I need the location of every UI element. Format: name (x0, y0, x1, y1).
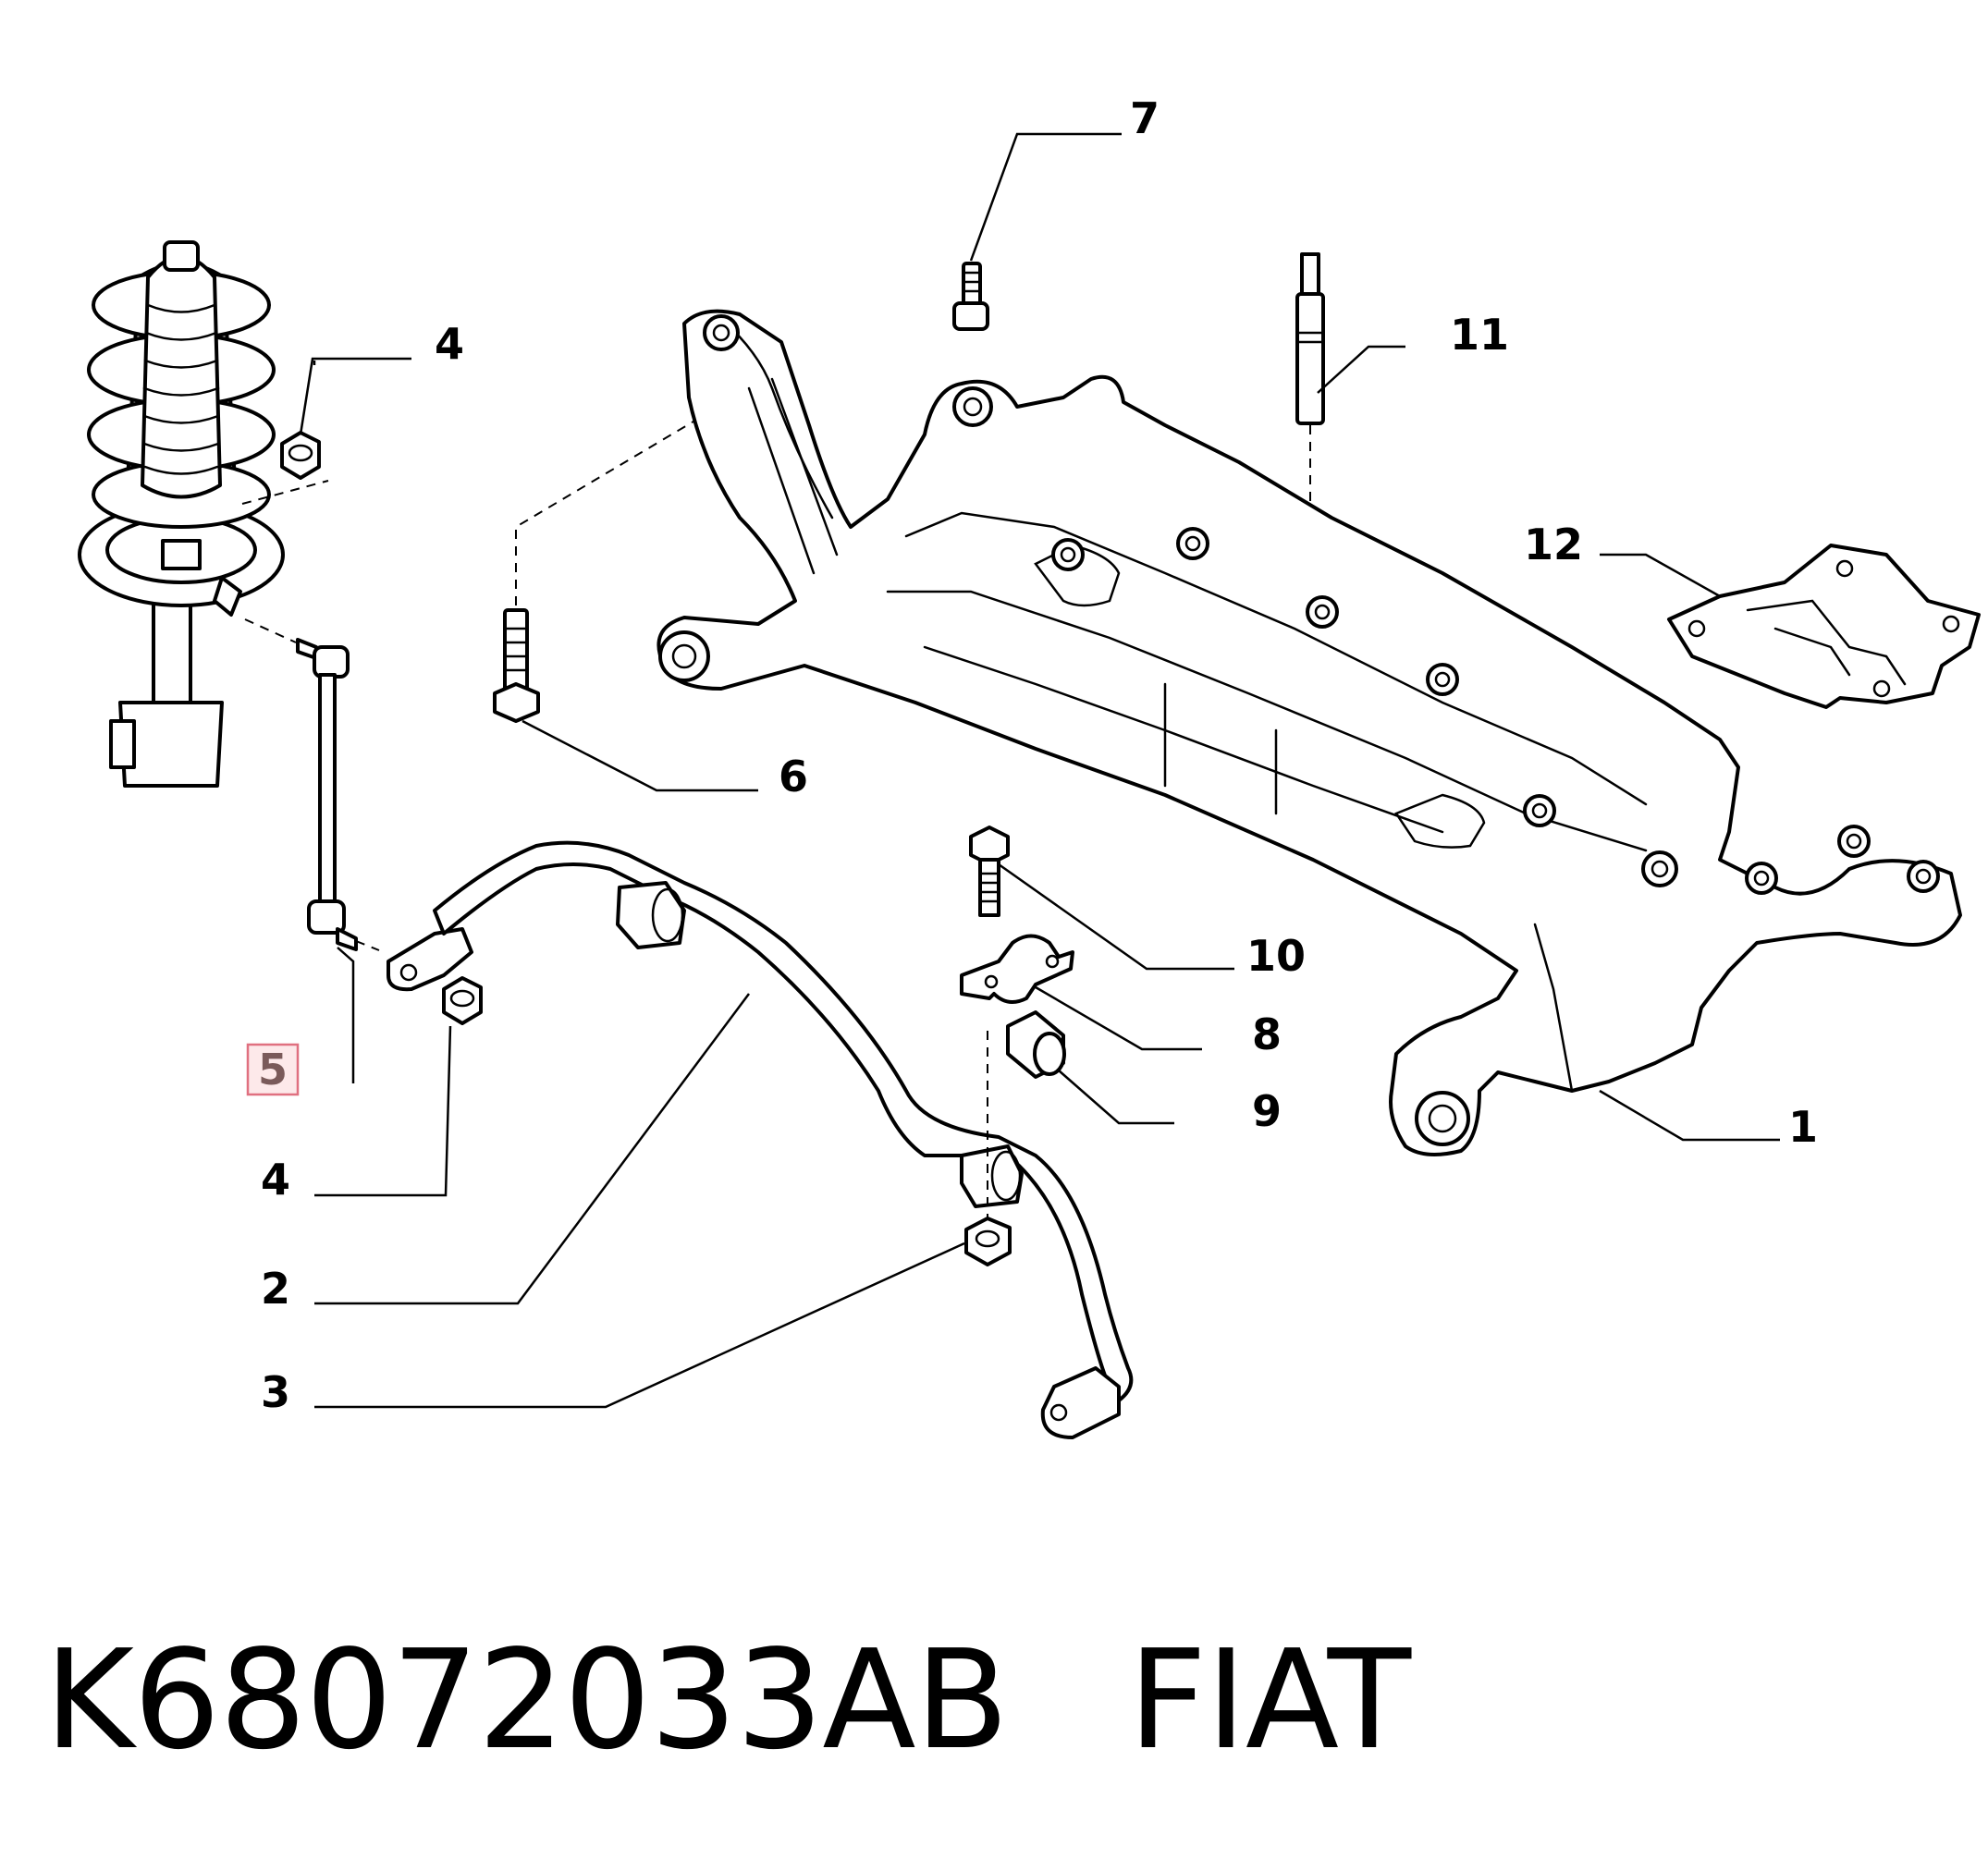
nut-3 (964, 1217, 1012, 1266)
bolt-10 (969, 826, 1010, 917)
bushing-9 (1006, 1010, 1066, 1079)
callout-1: 1 (1788, 1102, 1818, 1152)
callout-9: 9 (1252, 1086, 1282, 1136)
callout-5: 5 (258, 1045, 288, 1095)
subframe-1 (657, 309, 1962, 1156)
callout-10: 10 (1246, 931, 1306, 981)
part-number: K68072033AB (44, 1621, 1009, 1780)
callout-5-highlight (246, 1043, 300, 1096)
stabilizer-link-5 (296, 638, 358, 951)
callout-labels: 7 4 11 12 6 10 8 9 1 5 4 2 3 (258, 93, 1818, 1417)
strut-assembly (78, 240, 285, 788)
leader-lines (299, 132, 1780, 1409)
nut-4-lower (442, 976, 483, 1025)
brand-name: FIAT (1128, 1621, 1411, 1780)
plate-12 (1667, 544, 1981, 709)
bolt-7 (952, 262, 989, 331)
stabilizer-bar-2 (387, 840, 1134, 1439)
nut-4-upper (280, 431, 321, 480)
callout-11: 11 (1450, 310, 1509, 360)
callout-12: 12 (1524, 520, 1583, 569)
callout-4-upper: 4 (435, 319, 464, 369)
clamp-8 (960, 934, 1074, 1004)
callout-4-lower: 4 (261, 1155, 290, 1205)
callout-8: 8 (1252, 1009, 1282, 1059)
callout-6: 6 (779, 752, 808, 801)
callout-2: 2 (261, 1264, 290, 1314)
pin-11 (1295, 252, 1325, 425)
part-caption: K68072033AB FIAT (44, 1621, 1411, 1780)
bolt-6 (493, 608, 540, 723)
callout-7: 7 (1130, 93, 1160, 143)
callout-3: 3 (261, 1367, 290, 1417)
